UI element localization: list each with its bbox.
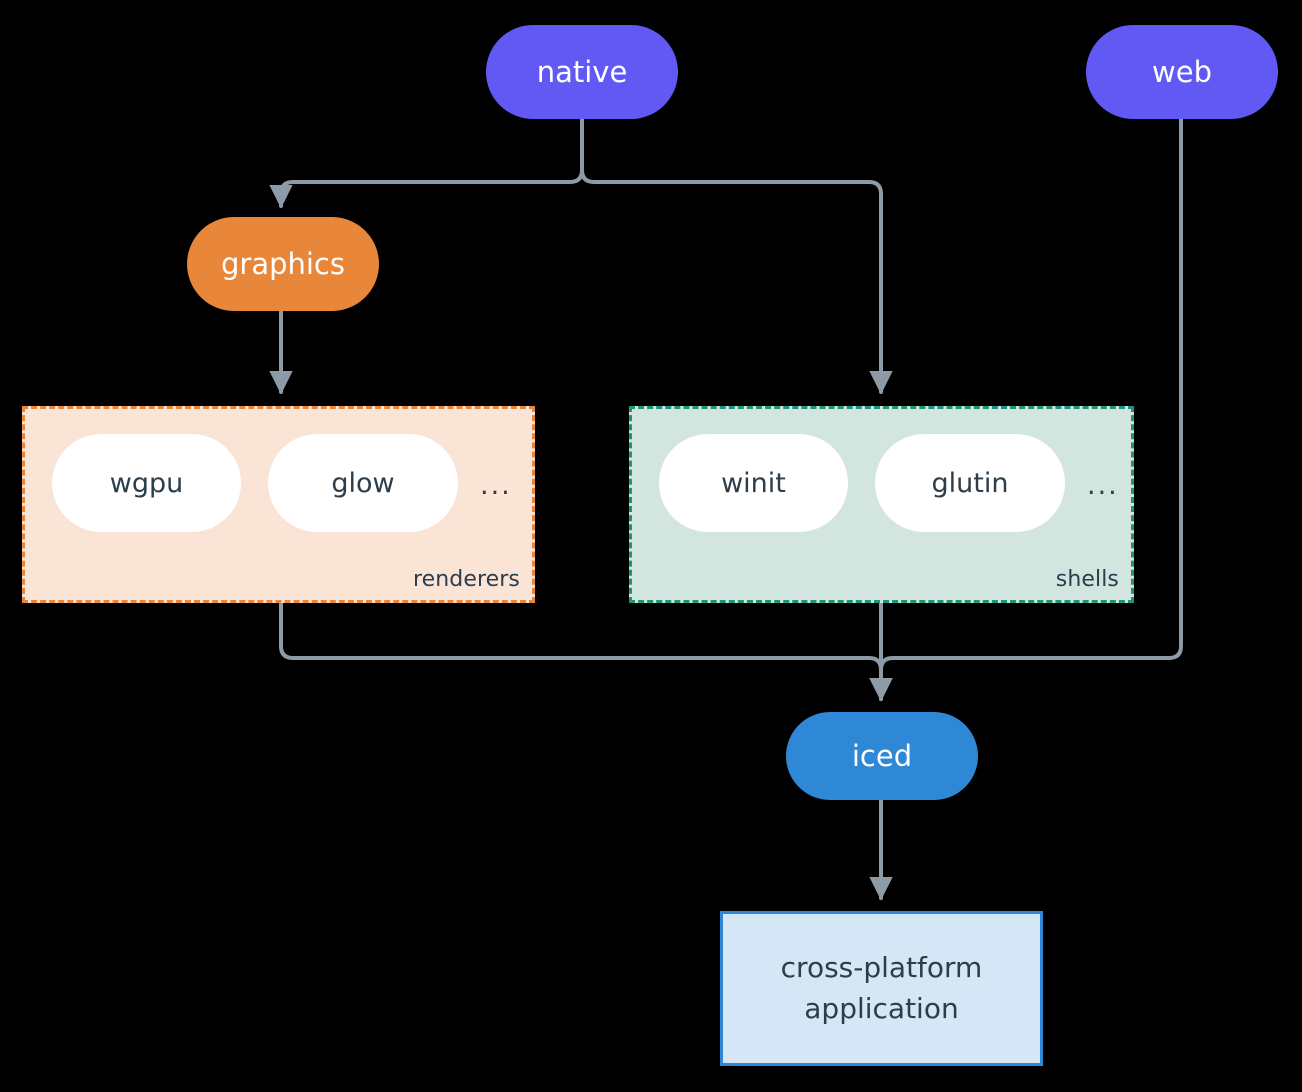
node-application-label-line1: cross-platform — [780, 950, 983, 984]
node-wgpu-label: wgpu — [109, 467, 184, 499]
cluster-renderers-label: renderers — [412, 567, 520, 592]
cluster-renderers: wgpu glow ... renderers — [22, 406, 535, 603]
edge-native-to-shells — [580, 117, 893, 395]
node-graphics-label: graphics — [220, 246, 345, 281]
node-winit-label: winit — [721, 467, 786, 499]
node-graphics[interactable]: graphics — [187, 217, 379, 311]
edge-renderers-to-iced — [279, 601, 893, 702]
node-application-label-line2: application — [804, 991, 959, 1025]
node-native-label: native — [536, 54, 628, 89]
node-glutin[interactable]: glutin — [875, 434, 1065, 532]
cluster-shells-label: shells — [1055, 567, 1119, 592]
node-glow-label: glow — [331, 467, 395, 499]
node-iced[interactable]: iced — [786, 712, 978, 800]
node-native[interactable]: native — [486, 25, 678, 119]
node-application[interactable]: cross-platform application — [720, 911, 1043, 1066]
node-iced-label: iced — [851, 738, 913, 773]
node-web-label: web — [1152, 54, 1212, 89]
edge-native-to-graphics — [269, 117, 584, 209]
node-wgpu[interactable]: wgpu — [52, 434, 241, 532]
node-glow[interactable]: glow — [268, 434, 458, 532]
renderers-overflow-ellipsis: ... — [480, 470, 512, 501]
node-web[interactable]: web — [1086, 25, 1278, 119]
node-glutin-label: glutin — [931, 467, 1009, 499]
cluster-shells: winit glutin ... shells — [629, 406, 1134, 603]
node-winit[interactable]: winit — [659, 434, 848, 532]
shells-overflow-ellipsis: ... — [1087, 470, 1119, 501]
